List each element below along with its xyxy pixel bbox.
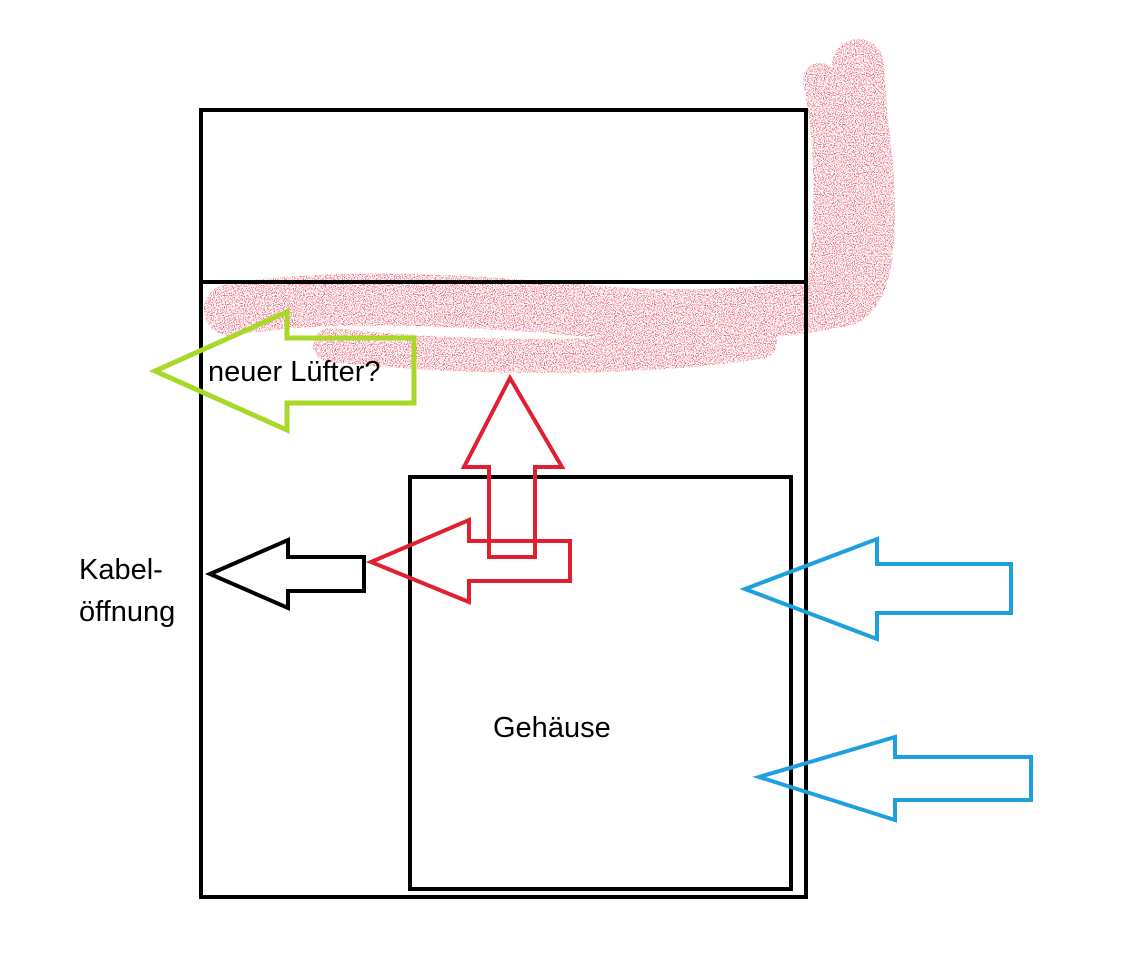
heat-left-arrow bbox=[365, 516, 572, 605]
cable-opening-label-line1: Kabel- bbox=[79, 554, 163, 586]
heat-up-arrow bbox=[460, 373, 566, 559]
cable-opening-arrow bbox=[204, 536, 366, 612]
housing-label: Gehäuse bbox=[493, 712, 611, 744]
housing-box bbox=[408, 475, 793, 891]
new-fan-arrow bbox=[148, 308, 417, 434]
cable-opening-label: Kabel- öffnung bbox=[79, 549, 175, 633]
heat-haze bbox=[204, 39, 895, 373]
intake-arrow-lower bbox=[752, 734, 1033, 823]
cable-opening-label-line2: öffnung bbox=[79, 596, 176, 628]
new-fan-label: neuer Lüfter? bbox=[208, 356, 381, 388]
outer-enclosure bbox=[199, 108, 808, 899]
intake-arrow-upper bbox=[739, 536, 1013, 642]
